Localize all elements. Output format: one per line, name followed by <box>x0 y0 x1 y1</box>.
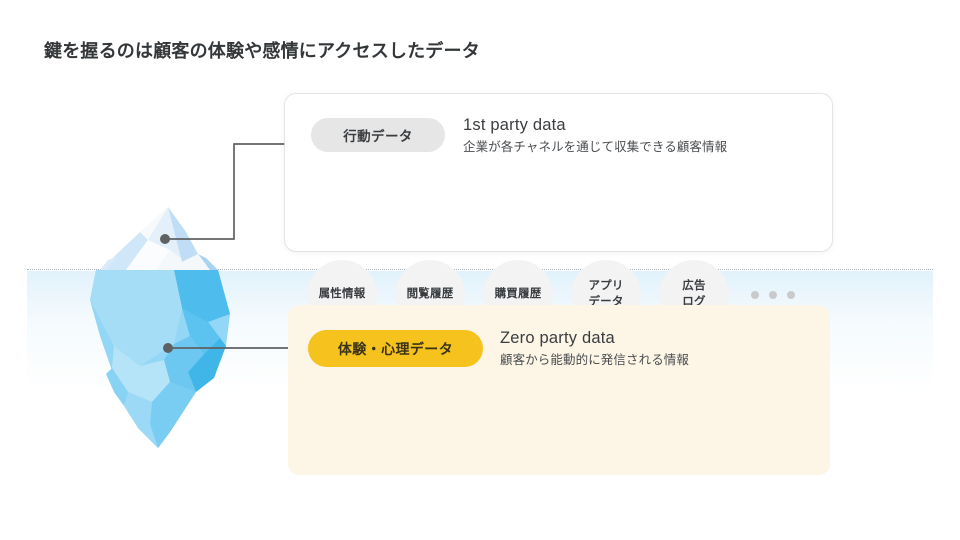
panel-zero-party-subtitle: 顧客から能動的に発信される情報 <box>500 353 690 368</box>
panel-first-party: 行動データ 1st party data 企業が各チャネルを通じて収集できる顧客… <box>285 94 832 330</box>
panel-first-party-subtitle: 企業が各チャネルを通じて収集できる顧客情報 <box>463 140 728 155</box>
page-title: 鍵を握るのは顧客の体験や感情にアクセスしたデータ <box>44 41 480 61</box>
badge-experience-psychology-data: 体験・心理データ <box>308 330 483 367</box>
panel-zero-party-title: Zero party data <box>500 329 615 347</box>
panel-zero-party: 体験・心理データ Zero party data 顧客から能動的に発信される情報… <box>288 305 830 475</box>
panel-first-party-title: 1st party data <box>463 116 566 134</box>
waterline-dotted <box>27 269 933 270</box>
panel-zero-party-header: 体験・心理データ Zero party data 顧客から能動的に発信される情報 <box>308 327 689 370</box>
ellipsis-more-first-party <box>751 291 805 299</box>
iceberg-illustration <box>90 207 230 448</box>
panel-first-party-header: 行動データ 1st party data 企業が各チャネルを通じて収集できる顧客… <box>311 114 727 157</box>
badge-behavior-data: 行動データ <box>311 118 445 152</box>
ellipsis-dot <box>769 291 777 299</box>
ellipsis-dot <box>751 291 759 299</box>
ellipsis-dot <box>787 291 795 299</box>
